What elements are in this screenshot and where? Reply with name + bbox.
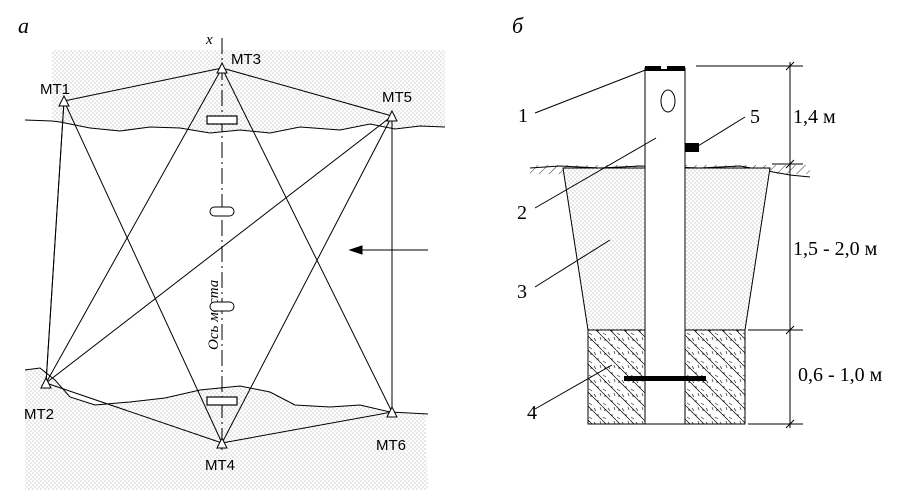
axis-x-label: x	[205, 32, 213, 48]
mt2-label: МТ2	[24, 406, 54, 423]
mt6-label: МТ6	[376, 437, 406, 454]
anchor-bar	[624, 376, 706, 381]
lower-shoreline	[24, 367, 429, 415]
abutment-bottom	[206, 396, 238, 406]
post-opening	[660, 89, 676, 113]
upper-bank	[52, 50, 445, 133]
panel-b-label: б	[512, 13, 524, 38]
mt5-marker	[386, 109, 398, 122]
pier-2	[209, 301, 235, 312]
mt4-label: МТ4	[205, 457, 235, 474]
lower-bank	[25, 368, 428, 490]
mt3-label: МТ3	[231, 51, 261, 68]
cap-mark	[661, 66, 667, 69]
flow-arrow	[348, 245, 428, 255]
callout-4: 4	[527, 402, 537, 424]
monument-post	[644, 67, 686, 425]
mt1-marker	[58, 94, 70, 107]
callout-3: 3	[517, 281, 527, 303]
panel-a-label: а	[18, 13, 29, 38]
station-markers	[40, 61, 398, 449]
mt2-marker	[40, 376, 52, 389]
dimension-lines	[696, 61, 803, 429]
mt6-marker	[386, 405, 398, 418]
dimension-3: 0,6 - 1,0 м	[798, 364, 883, 386]
mt3-marker	[216, 61, 228, 74]
callout-1: 1	[518, 105, 528, 127]
post-bracket	[685, 143, 699, 152]
pier-1	[209, 206, 235, 217]
mt4-marker	[216, 436, 228, 449]
panel-a: а x Ось м	[18, 13, 446, 490]
axis-caption: Ось моста	[206, 280, 222, 350]
dimension-1: 1,4 м	[793, 106, 836, 128]
dimension-2: 1,5 - 2,0 м	[793, 238, 878, 260]
callout-5: 5	[750, 106, 760, 128]
triangulation-network	[45, 67, 393, 444]
mt1-label: МТ1	[40, 81, 70, 98]
callout-leaders	[534, 68, 746, 410]
callout-2: 2	[517, 202, 527, 224]
mt5-label: МТ5	[382, 89, 412, 106]
abutment-top	[206, 115, 238, 125]
panel-b: б 1 2 3 4 5	[512, 13, 883, 429]
